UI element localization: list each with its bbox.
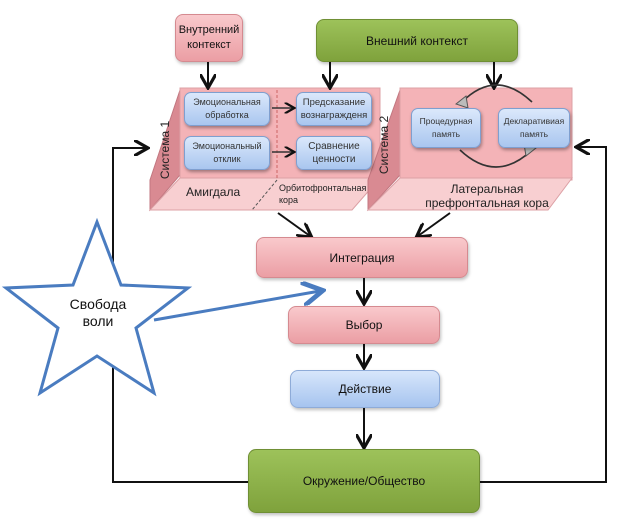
- free-will-label: Свобода воли: [69, 296, 127, 329]
- lpfc-label: Латеральная префронтальная кора: [425, 182, 549, 210]
- free-will-star: [1, 217, 193, 397]
- system1-label-wrap: Система 1: [150, 120, 180, 180]
- free-will-arrow: [153, 291, 320, 322]
- emotional-response-node: Эмоциональный отклик: [184, 136, 270, 170]
- reward-prediction-node: Предсказание вознаграждeня: [296, 92, 372, 126]
- emotional-processing-label: Эмоциональная обработка: [193, 97, 261, 120]
- emotional-response-label: Эмоциональный отклик: [192, 141, 262, 164]
- emotional-processing-node: Эмоциональная обработка: [184, 92, 270, 126]
- integration-box: Интеграция: [256, 237, 468, 278]
- integration-label: Интеграция: [329, 250, 395, 265]
- environment-box: Окружение/Общество: [248, 449, 480, 513]
- action-label: Действие: [338, 382, 392, 396]
- system1-label: Система 1: [158, 120, 172, 180]
- declarative-memory-node: Декларативиая память: [498, 108, 570, 148]
- choice-label: Выбор: [345, 318, 383, 332]
- reward-prediction-label: Предсказание вознаграждeня: [300, 97, 368, 121]
- value-comparison-label: Сравнение ценности: [308, 141, 360, 165]
- external-context-label: Внешний контекст: [366, 33, 468, 48]
- procedural-memory-label: Процедурная память: [419, 116, 473, 139]
- environment-label: Окружение/Общество: [302, 474, 426, 488]
- procedural-memory-node: Процедурная память: [411, 108, 481, 148]
- amygdala-label: Амигдала: [186, 185, 241, 199]
- action-box: Действие: [290, 370, 440, 408]
- system2-label: Система 2: [377, 115, 391, 175]
- internal-context-label: Внутренний контекст: [178, 24, 240, 51]
- choice-box: Выбор: [288, 306, 440, 344]
- declarative-memory-label: Декларативиая память: [503, 116, 565, 139]
- value-comparison-node: Сравнение ценности: [296, 136, 372, 170]
- system2-label-wrap: Система 2: [368, 110, 400, 180]
- ofc-label: Орбитофронтальная кора: [279, 183, 367, 205]
- external-context-box: Внешний контекст: [316, 19, 518, 62]
- internal-context-box: Внутренний контекст: [175, 14, 243, 62]
